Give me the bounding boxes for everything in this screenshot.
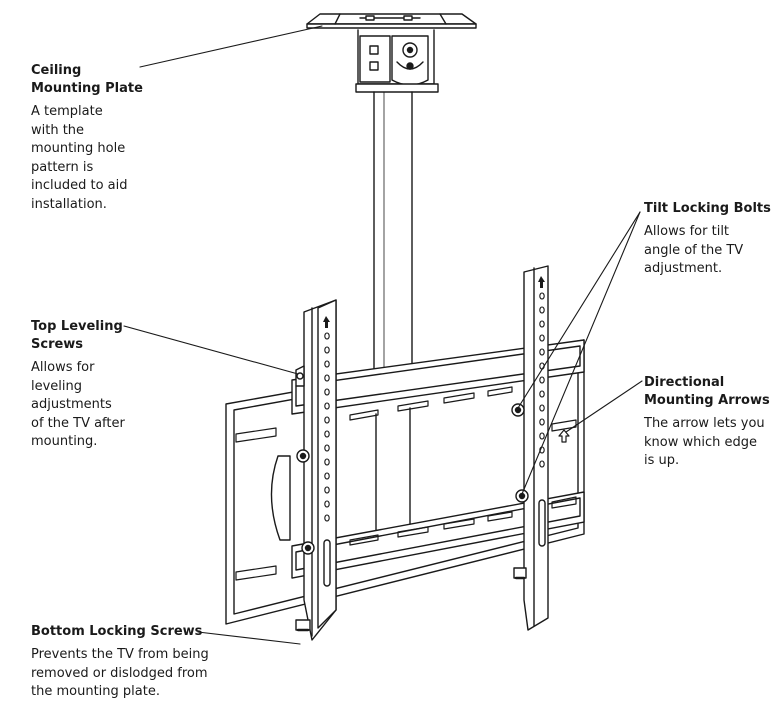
callout-title: Tilt Locking Bolts <box>644 201 771 216</box>
leader-bottom-locking <box>197 631 301 645</box>
leader-tilt-1 <box>517 211 641 409</box>
callout-title: Ceiling Mounting Plate <box>31 63 143 96</box>
callout-ceiling-mounting-plate: Ceiling Mounting Plate A template with t… <box>31 62 143 214</box>
callout-description: Allows for leveling adjustments of the T… <box>31 360 125 449</box>
callout-tilt-locking-bolts: Tilt Locking Bolts Allows for tilt angle… <box>644 200 771 279</box>
leader-ceiling <box>139 25 323 68</box>
callout-top-leveling-screws: Top Leveling Screws Allows for leveling … <box>31 318 125 452</box>
leader-top-leveling <box>123 325 299 375</box>
leader-lines <box>123 25 643 645</box>
ceiling-mounting-plate <box>306 13 477 29</box>
callout-description: Prevents the TV from being removed or di… <box>31 647 209 699</box>
callout-title: Top Leveling Screws <box>31 319 123 352</box>
left-tilt-arm <box>295 299 337 641</box>
leader-directional <box>565 380 643 433</box>
callout-directional-mounting-arrows: Directional Mounting Arrows The arrow le… <box>644 374 770 471</box>
callout-description: Allows for tilt angle of the TV adjustme… <box>644 224 744 276</box>
callout-description: The arrow lets you know which edge is up… <box>644 416 765 468</box>
callout-title: Directional Mounting Arrows <box>644 375 770 408</box>
callout-title: Bottom Locking Screws <box>31 624 203 639</box>
callout-description: A template with the mounting hole patter… <box>31 104 128 212</box>
ceiling-bracket <box>355 29 439 93</box>
right-tilt-arm <box>511 265 549 631</box>
leader-tilt-2 <box>521 211 641 495</box>
callout-bottom-locking-screws: Bottom Locking Screws Prevents the TV fr… <box>31 623 209 702</box>
up-arrow-icon <box>558 429 570 443</box>
